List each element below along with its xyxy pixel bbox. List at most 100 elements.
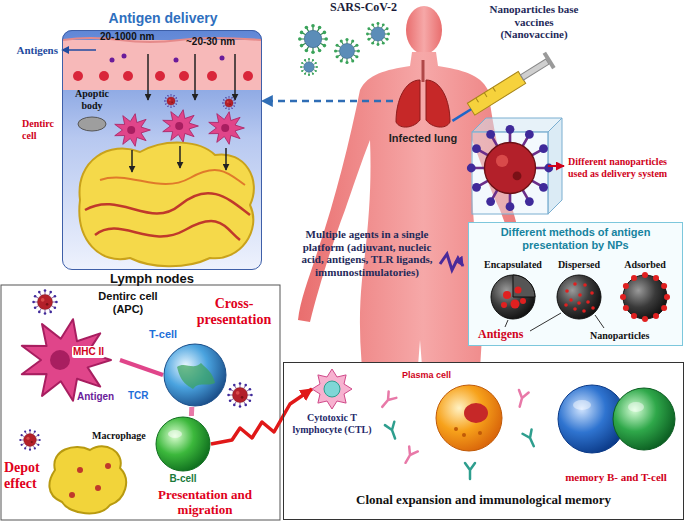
- presentation-panel-art: [77, 467, 83, 473]
- antigen-delivery-art: [79, 143, 254, 267]
- antigen-delivery-art: [73, 71, 253, 81]
- virus-particles: [300, 58, 318, 76]
- presentation-panel-art: [19, 429, 41, 451]
- ctl-cell: Cytotoxic T lymphocyte (CTL): [312, 369, 352, 409]
- clonal-art: [385, 422, 400, 440]
- plasma-cell-shape: [462, 433, 466, 437]
- antigen-delivery-art: [115, 114, 151, 147]
- presentation-panel-art: [105, 463, 111, 469]
- nanoparticle-sphere-shape: [623, 305, 629, 311]
- memory-cells-shape: [573, 400, 591, 410]
- antigen-delivery-art: [194, 54, 196, 100]
- lung-organ: Infected lung: [393, 72, 453, 130]
- virus-particles: [298, 24, 328, 54]
- method-label: Encapsulated: [473, 259, 553, 271]
- antigen-delivery-art: [163, 110, 199, 143]
- clonal-art: [523, 430, 539, 449]
- cell-label: Plasma cell: [402, 370, 464, 380]
- nanoparticle-sphere-shape: [591, 306, 595, 310]
- plasma-cell-shape: [454, 427, 458, 431]
- clonal-art: [385, 422, 400, 440]
- ctl-cell-shape: [312, 369, 352, 409]
- antigen-label: Antigens: [478, 328, 538, 342]
- clonal-art: [401, 446, 418, 465]
- nanoparticle-sphere-shape: [653, 313, 659, 319]
- nanoparticle-sphere-shape: [564, 282, 595, 313]
- ctl-cell-shape: [312, 369, 352, 409]
- nanoparticle-sphere-shape: [631, 313, 637, 319]
- antigen-delivery-art: [123, 71, 133, 81]
- antigen-delivery-art: [62, 30, 262, 270]
- antigen-delivery-art: [234, 54, 236, 100]
- nanoparticle-sphere-shape: [501, 302, 507, 308]
- antigen-delivery-art: [179, 71, 189, 81]
- method-label: Adsorbed: [605, 259, 685, 271]
- clonal-art: [515, 390, 529, 408]
- antigen-delivery-art: [220, 56, 225, 61]
- clonal-art: [523, 430, 539, 449]
- nanoparticle-sphere-shape: [557, 275, 601, 319]
- virus-particles: [334, 38, 360, 64]
- presentation-panel-art: [49, 446, 126, 513]
- memory-cells-shape: [556, 369, 676, 469]
- plasma-cell-shape: [464, 403, 488, 423]
- dendritic-cell: Dentirc cell (APC): [14, 318, 120, 402]
- antigen-delivery-art: [110, 54, 225, 63]
- platform-note: Multiple agents in a single platform (ad…: [296, 228, 438, 279]
- process-title: Cross-presentation: [190, 296, 278, 328]
- syringe-icon: [520, 59, 549, 80]
- lung-organ-drawing: [396, 60, 450, 127]
- t-cell-shape: [163, 343, 227, 407]
- virus-label: SARS-CoV-2: [330, 1, 420, 15]
- t-cell-shape: [177, 363, 215, 389]
- nanoparticle-sphere-shape: [555, 273, 603, 321]
- cell-label: Cytotoxic T lymphocyte (CTL): [288, 412, 376, 435]
- antigen-delivery-art: [63, 40, 261, 90]
- antigen-delivery-art: [110, 58, 115, 63]
- antigen-delivery-art: [222, 96, 236, 110]
- plasma-cell-shape: [434, 383, 504, 453]
- nanoparticle-sphere: Adsorbed: [621, 273, 669, 321]
- virus-particles: [298, 22, 390, 76]
- nanoparticle-sphere-shape: [642, 316, 648, 322]
- nanoparticle-sphere-shape: [573, 282, 577, 286]
- syringe-icon: [476, 98, 479, 102]
- nanoparticle-sphere-shape: [520, 298, 526, 304]
- cell-link: [189, 407, 194, 416]
- nanoparticle-sphere-shape: [578, 293, 582, 297]
- nanoparticle-sphere-shape: [515, 287, 522, 294]
- nanoparticle-sphere-shape: [564, 303, 568, 307]
- cell-label: memory B- and T-cell: [556, 471, 676, 484]
- presentation-panel-art: [95, 485, 101, 491]
- clonal-art: [283, 362, 684, 520]
- nanoparticle-sphere-shape: [661, 283, 667, 289]
- antigen-delivery-art: [100, 170, 245, 185]
- size-label: ~20-30 nm: [186, 36, 252, 48]
- antigen-delivery-art: [85, 193, 250, 215]
- antigen-delivery-art: [78, 117, 106, 131]
- presentation-panel-art: [50, 350, 70, 370]
- presentation-panel-art: [32, 289, 57, 314]
- lung-organ-drawing: [396, 80, 420, 127]
- zigzag-arrow: [440, 254, 463, 270]
- nanoparticle-cube: [472, 118, 562, 132]
- clonal-art: [378, 391, 396, 410]
- antigen-delivery-panel: Antigen delivery: [62, 30, 262, 270]
- syringe-icon: [452, 109, 471, 121]
- b-cell-shape: [156, 417, 210, 471]
- antigen-delivery-art: [179, 146, 181, 168]
- virus-particles: [366, 22, 390, 46]
- nanoparticle-sphere-shape: [623, 275, 667, 319]
- clonal-box: Clonal expansion and immunological memor…: [283, 362, 684, 520]
- mhc-tcr-link: [120, 360, 163, 375]
- antigen-delivery-art: [243, 71, 253, 81]
- nanoparticle-sphere-shape: [661, 305, 667, 311]
- nanoparticle-sphere: Encapsulated: [489, 273, 537, 321]
- zigzag-arrow: [440, 254, 463, 270]
- plasma-cell-shape: [478, 431, 482, 435]
- antigen-delivery-art: [122, 54, 127, 59]
- syringe-icon: [484, 93, 487, 97]
- cell-label: T-cell: [149, 328, 199, 341]
